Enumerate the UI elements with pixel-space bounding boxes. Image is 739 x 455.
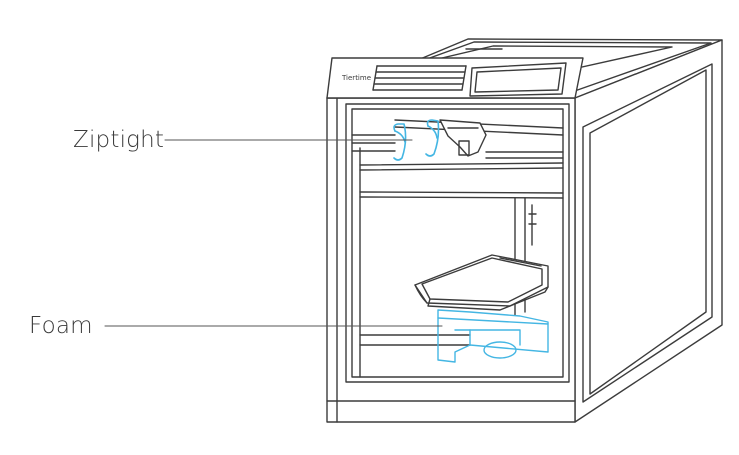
printer-brand-text: Tiertime bbox=[341, 74, 371, 82]
printer-side-panel bbox=[574, 39, 723, 423]
control-panel bbox=[326, 57, 584, 99]
ziptight-clips bbox=[393, 119, 440, 161]
ziptight-label: Ziptight bbox=[73, 127, 165, 153]
printer-front-frame bbox=[326, 97, 576, 423]
build-plate bbox=[414, 254, 549, 311]
foam-label: Foam bbox=[29, 313, 93, 339]
print-head bbox=[439, 119, 487, 157]
vent-slots bbox=[372, 65, 467, 91]
touch-screen bbox=[469, 62, 567, 97]
callout-leaders bbox=[104, 139, 443, 327]
foam-insert bbox=[437, 309, 549, 363]
printer-gantry bbox=[351, 119, 564, 378]
